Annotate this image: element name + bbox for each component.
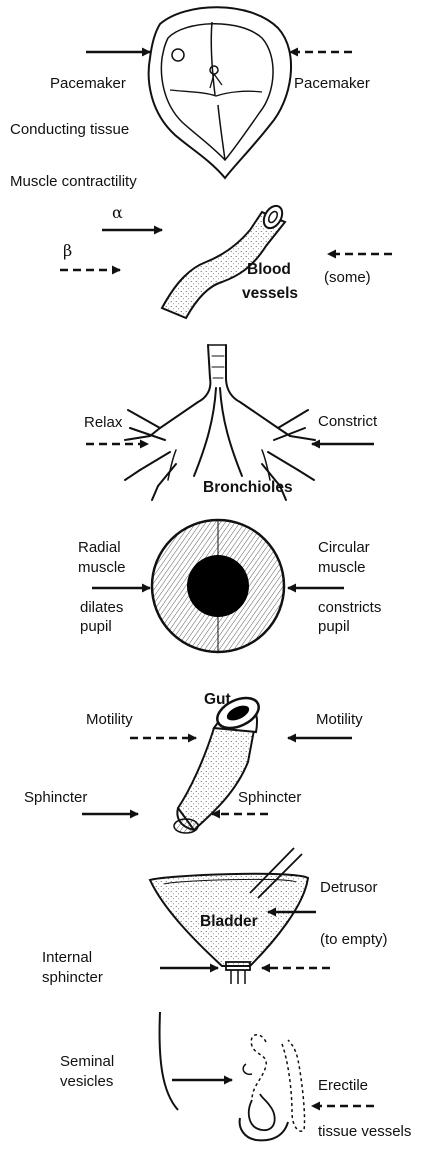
gut-drawing: [174, 692, 263, 833]
heart-right-label: Pacemaker: [294, 75, 370, 92]
vessels-label: vessels: [242, 285, 298, 302]
gut-right-motility-label: Motility: [316, 711, 363, 728]
genital-drawing: [160, 1012, 305, 1140]
bronchioles-section: Relax Constrict Bronchioles: [84, 345, 378, 500]
constricts-label: constricts: [318, 599, 381, 616]
iris-drawing: [152, 520, 284, 652]
circular-label: Circular: [318, 539, 370, 556]
dilates-pupil-label: pupil: [80, 618, 112, 635]
internal-sphincter-label: sphincter: [42, 969, 103, 986]
radial-muscle-label: muscle: [78, 559, 126, 576]
circular-muscle-label: muscle: [318, 559, 366, 576]
vessels-some-label: (some): [324, 269, 371, 286]
heart-section: Pacemaker Pacemaker Conducting tissue Mu…: [10, 7, 370, 190]
heart-left-label: Pacemaker: [50, 75, 126, 92]
genital-section: Seminal vesicles Erectile tissue vessels: [60, 1012, 411, 1140]
blood-label: Blood: [247, 261, 291, 278]
bladder-section: Bladder Detrusor (to empty) Internal sph…: [42, 848, 388, 986]
radial-label: Radial: [78, 539, 121, 556]
constricts-pupil-label: pupil: [318, 618, 350, 635]
bronchioles-label: Bronchioles: [203, 479, 293, 496]
relax-label: Relax: [84, 414, 123, 431]
gut-right-sphincter-label: Sphincter: [238, 789, 301, 806]
gut-left-sphincter-label: Sphincter: [24, 789, 87, 806]
dilates-label: dilates: [80, 599, 123, 616]
constrict-label: Constrict: [318, 413, 378, 430]
alpha-label: α: [112, 203, 123, 222]
erectile-label: Erectile: [318, 1077, 368, 1094]
gut-left-motility-label: Motility: [86, 711, 133, 728]
bronchiole-tree-drawing: [125, 345, 315, 500]
to-empty-label: (to empty): [320, 931, 388, 948]
heart-drawing: [149, 7, 291, 178]
detrusor-label: Detrusor: [320, 879, 378, 896]
seminal-label: Seminal: [60, 1053, 114, 1070]
gut-section: Gut Motility Motility Sphincter Sphincte…: [24, 691, 363, 833]
muscle-contractility-label: Muscle contractility: [10, 173, 137, 190]
beta-label: β: [63, 241, 72, 260]
tissue-vessels-label: tissue vessels: [318, 1123, 411, 1140]
eye-section: Radial muscle dilates pupil Circular mus…: [78, 520, 381, 652]
conducting-tissue-label: Conducting tissue: [10, 121, 129, 138]
pupil: [187, 555, 249, 617]
vessels-section: α β Blood vessels (some): [60, 203, 392, 318]
internal-label: Internal: [42, 949, 92, 966]
bladder-label: Bladder: [200, 913, 258, 930]
seminal-vesicles-label: vesicles: [60, 1073, 113, 1090]
